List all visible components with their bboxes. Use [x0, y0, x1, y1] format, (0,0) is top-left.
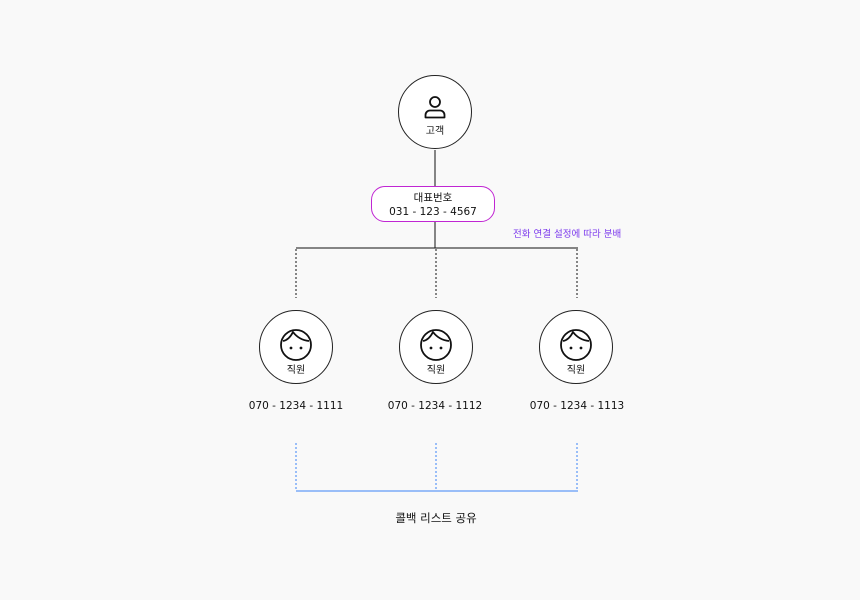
main-number-value: 031 - 123 - 4567 [389, 206, 477, 218]
staff-phone-2: 070 - 1234 - 1112 [387, 400, 483, 412]
customer-node: 고객 [398, 75, 472, 149]
staff-node-3: 직원 [539, 310, 613, 384]
staff-label: 직원 [566, 365, 586, 376]
staff-phone-1: 070 - 1234 - 1111 [248, 400, 344, 412]
person-icon [424, 96, 446, 119]
customer-label: 고객 [425, 126, 445, 137]
face-icon [280, 329, 312, 361]
staff-label: 직원 [426, 365, 446, 376]
main-number-box: 대표번호 031 - 123 - 4567 [371, 186, 495, 222]
main-number-title: 대표번호 [413, 192, 453, 204]
distribution-note: 전화 연결 설정에 따라 분배 [513, 229, 622, 240]
staff-phone-3: 070 - 1234 - 1113 [529, 400, 625, 412]
staff-node-2: 직원 [399, 310, 473, 384]
staff-label: 직원 [286, 365, 306, 376]
callback-list-label: 콜백 리스트 공유 [395, 511, 477, 525]
face-icon [560, 329, 592, 361]
staff-node-1: 직원 [259, 310, 333, 384]
face-icon [420, 329, 452, 361]
